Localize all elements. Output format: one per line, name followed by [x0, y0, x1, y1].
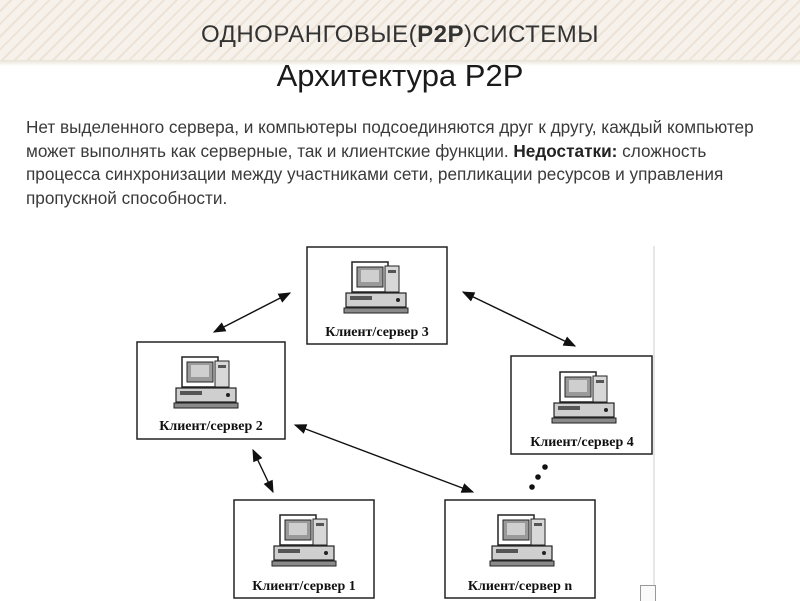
node-client-server-4: Клиент/сервер 4 [510, 355, 653, 455]
ellipsis-dots [529, 464, 548, 490]
bidirectional-arrow [293, 424, 475, 493]
node-client-server-3: Клиент/сервер 3 [306, 246, 448, 345]
slide-subtitle: Архитектура P2P [276, 58, 524, 93]
node-label: Клиент/сервер n [468, 579, 573, 594]
computer-icon [173, 356, 239, 409]
bidirectional-arrow [252, 448, 274, 494]
computer-icon [489, 514, 555, 567]
node-client-server-n: Клиент/сервер n [444, 499, 596, 599]
computer-icon [551, 371, 617, 424]
node-client-server-1: Клиент/сервер 1 [233, 499, 375, 599]
bidirectional-arrow [461, 291, 577, 347]
node-label: Клиент/сервер 3 [325, 325, 429, 340]
node-label: Клиент/сервер 1 [252, 579, 356, 594]
title-band [0, 0, 800, 66]
computer-icon [271, 514, 337, 567]
node-label: Клиент/сервер 4 [530, 435, 634, 450]
node-client-server-2: Клиент/сервер 2 [136, 341, 286, 440]
description-paragraph: Нет выделенного сервера, и компьютеры по… [26, 117, 754, 208]
document-icon [640, 585, 656, 601]
slide-title: ОДНОРАНГОВЫЕ(P2P)СИСТЕМЫ [200, 21, 600, 48]
node-label: Клиент/сервер 2 [159, 419, 263, 434]
computer-icon [343, 261, 409, 314]
bidirectional-arrow [212, 292, 292, 333]
